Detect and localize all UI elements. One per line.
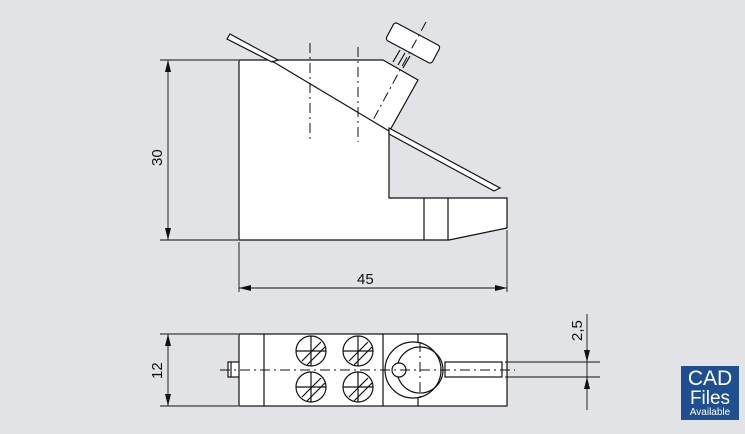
knob bbox=[385, 22, 441, 69]
badge-line1: CAD bbox=[687, 367, 733, 390]
side-view: 30 45 bbox=[149, 21, 508, 292]
dimension-label: 12 bbox=[149, 362, 166, 379]
dimension-30: 30 bbox=[149, 59, 238, 241]
screws bbox=[295, 335, 374, 403]
badge-line2: Files bbox=[689, 388, 731, 409]
dimension-label: 2,5 bbox=[569, 320, 586, 341]
top-view: 12 2,5 bbox=[149, 314, 600, 410]
dimension-45: 45 bbox=[238, 230, 508, 292]
block-body bbox=[238, 59, 508, 241]
dimension-2-5: 2,5 bbox=[505, 314, 600, 410]
rod bbox=[226, 33, 502, 192]
badge-line3: Available bbox=[689, 407, 731, 418]
dimension-label: 30 bbox=[149, 149, 166, 166]
cad-files-badge[interactable]: CAD Files Available bbox=[681, 366, 739, 420]
dimension-label: 45 bbox=[357, 271, 374, 288]
dimension-12: 12 bbox=[149, 333, 238, 407]
